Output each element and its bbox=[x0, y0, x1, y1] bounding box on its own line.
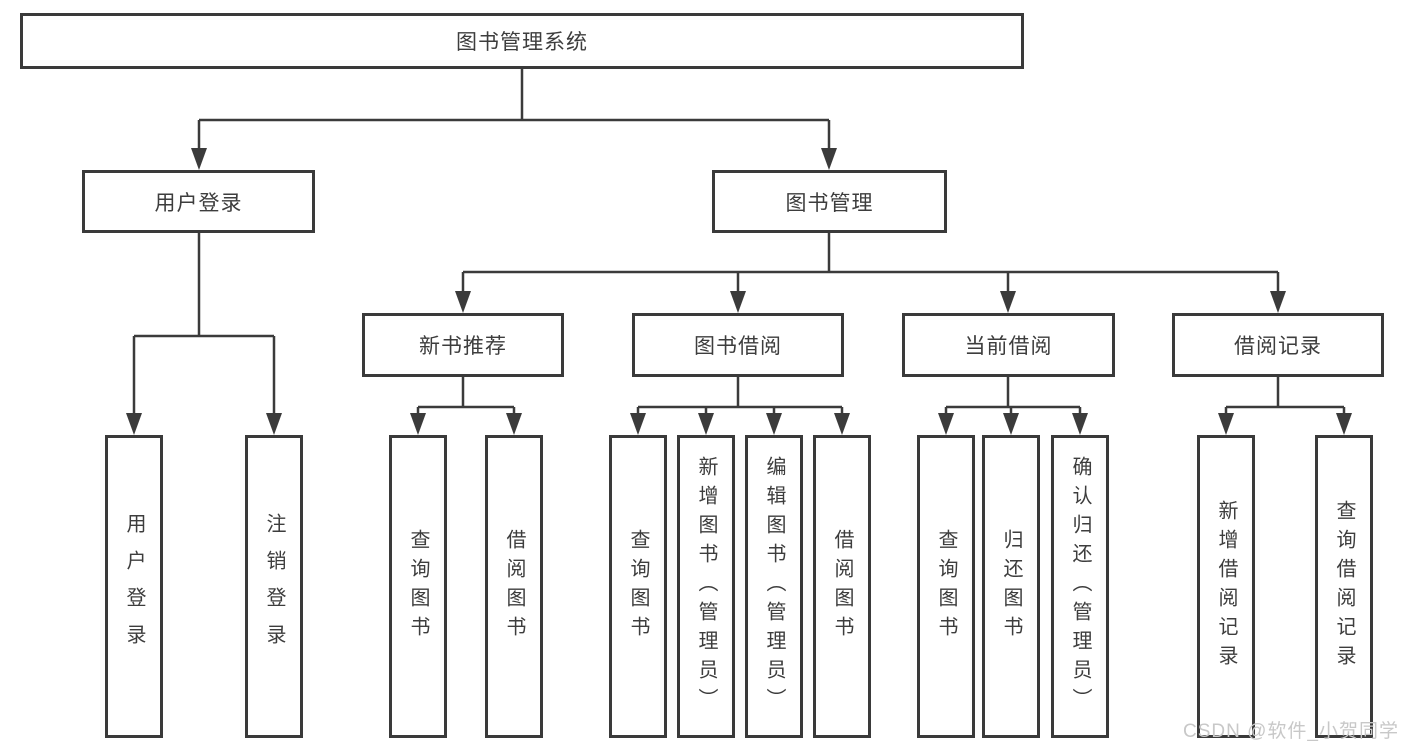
node-new-book-recommend-label: 新书推荐 bbox=[419, 335, 507, 358]
leaf-records-add-record-label: 新增借阅记录 bbox=[1215, 499, 1237, 674]
leaf-logout: 注销登录 bbox=[245, 435, 303, 738]
leaf-borrowing-add-books-admin-label: 新增图书（管理员） bbox=[695, 456, 717, 717]
leaf-recommend-query-books: 查询图书 bbox=[389, 435, 447, 738]
leaf-current-query-books: 查询图书 bbox=[917, 435, 975, 738]
node-book-management: 图书管理 bbox=[712, 170, 947, 233]
node-library-system: 图书管理系统 bbox=[20, 13, 1024, 69]
node-user-login-module-label: 用户登录 bbox=[154, 191, 243, 215]
leaf-current-return-books-label: 归还图书 bbox=[1000, 528, 1022, 645]
node-library-system-label: 图书管理系统 bbox=[456, 31, 588, 54]
node-current-borrowing: 当前借阅 bbox=[902, 313, 1115, 377]
leaf-records-add-record: 新增借阅记录 bbox=[1197, 435, 1255, 738]
node-borrow-records: 借阅记录 bbox=[1172, 313, 1384, 377]
leaf-recommend-borrow-books: 借阅图书 bbox=[485, 435, 543, 738]
leaf-user-login-label: 用户登录 bbox=[123, 512, 145, 661]
leaf-borrowing-edit-books-admin-label: 编辑图书（管理员） bbox=[763, 456, 785, 717]
node-current-borrowing-label: 当前借阅 bbox=[964, 335, 1053, 358]
leaf-borrowing-borrow-books-label: 借阅图书 bbox=[831, 528, 853, 645]
node-borrow-records-label: 借阅记录 bbox=[1234, 335, 1322, 358]
leaf-borrowing-edit-books-admin: 编辑图书（管理员） bbox=[745, 435, 803, 738]
node-book-borrowing-label: 图书借阅 bbox=[694, 335, 782, 358]
leaf-current-return-books: 归还图书 bbox=[982, 435, 1040, 738]
leaf-records-query-record-label: 查询借阅记录 bbox=[1333, 499, 1355, 674]
leaf-records-query-record: 查询借阅记录 bbox=[1315, 435, 1373, 738]
leaf-current-confirm-return-admin-label: 确认归还（管理员） bbox=[1069, 456, 1091, 717]
leaf-borrowing-add-books-admin: 新增图书（管理员） bbox=[677, 435, 735, 738]
node-new-book-recommend: 新书推荐 bbox=[362, 313, 564, 377]
leaf-current-confirm-return-admin: 确认归还（管理员） bbox=[1051, 435, 1109, 738]
leaf-user-login: 用户登录 bbox=[105, 435, 163, 738]
node-user-login-module: 用户登录 bbox=[82, 170, 315, 233]
node-book-management-label: 图书管理 bbox=[785, 191, 874, 215]
leaf-recommend-query-books-label: 查询图书 bbox=[407, 528, 429, 645]
leaf-recommend-borrow-books-label: 借阅图书 bbox=[503, 528, 525, 645]
leaf-borrowing-query-books-label: 查询图书 bbox=[627, 528, 649, 645]
leaf-current-query-books-label: 查询图书 bbox=[935, 528, 957, 645]
node-book-borrowing: 图书借阅 bbox=[632, 313, 844, 377]
leaf-borrowing-query-books: 查询图书 bbox=[609, 435, 667, 738]
leaf-borrowing-borrow-books: 借阅图书 bbox=[813, 435, 871, 738]
leaf-logout-label: 注销登录 bbox=[263, 512, 285, 661]
